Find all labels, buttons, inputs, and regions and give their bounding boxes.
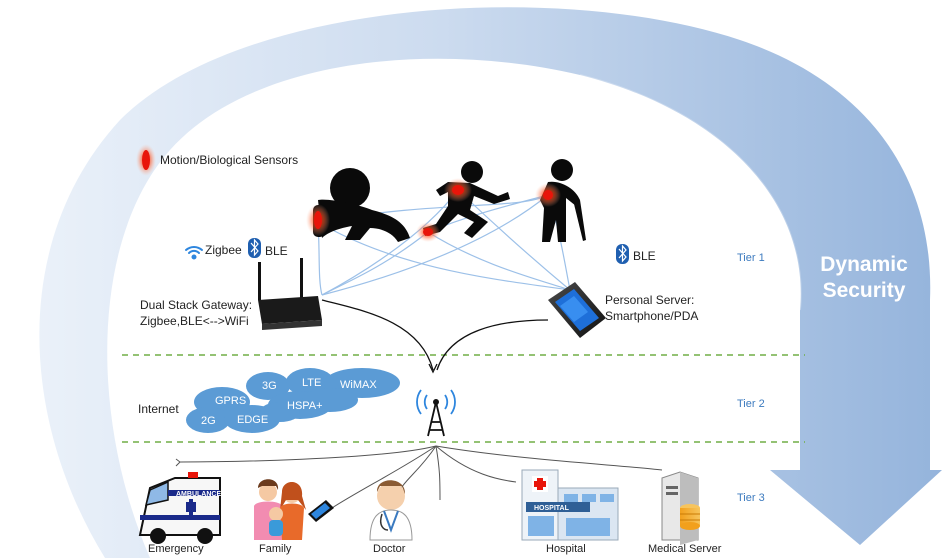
tower-fanout-links bbox=[175, 445, 663, 509]
dynamic-security-arrow bbox=[39, 7, 942, 558]
sensor-legend-marker bbox=[136, 144, 156, 176]
ble-label-left: BLE bbox=[265, 244, 288, 258]
gateway-label-line2: Zigbee,BLE<-->WiFi bbox=[140, 314, 249, 328]
cell-tower-icon bbox=[416, 389, 456, 437]
endpoint-emergency: Emergency bbox=[148, 543, 204, 555]
network-wimax: WiMAX bbox=[340, 379, 377, 391]
dynamic-security-label: Dynamic Security bbox=[808, 252, 920, 304]
smartphone-icon bbox=[548, 282, 606, 338]
doctor-icon bbox=[369, 480, 413, 541]
endpoint-medical-server: Medical Server bbox=[648, 543, 722, 555]
endpoint-hospital: Hospital bbox=[546, 543, 586, 555]
baby-silhouette bbox=[313, 168, 410, 242]
server-label-line1: Personal Server: bbox=[605, 293, 695, 307]
network-lte: LTE bbox=[302, 377, 321, 389]
tier-2-label: Tier 2 bbox=[737, 398, 765, 410]
server-label-line2: Smartphone/PDA bbox=[605, 309, 699, 323]
bluetooth-icon-right bbox=[616, 244, 629, 264]
wifi-icon bbox=[185, 246, 203, 260]
zigbee-label: Zigbee bbox=[205, 243, 242, 257]
dynamic-security-line1: Dynamic bbox=[820, 253, 908, 276]
medical-server-icon bbox=[661, 471, 700, 545]
network-edge: EDGE bbox=[237, 414, 268, 426]
sensor-legend-label: Motion/Biological Sensors bbox=[160, 153, 299, 167]
family-icon bbox=[254, 479, 306, 540]
ambulance-icon: AMBULANCE bbox=[138, 472, 221, 544]
svg-text:AMBULANCE: AMBULANCE bbox=[176, 491, 221, 498]
bluetooth-icon-left bbox=[248, 238, 261, 258]
network-gprs: GPRS bbox=[215, 395, 246, 407]
internet-label: Internet bbox=[138, 402, 179, 416]
hospital-icon: HOSPITAL bbox=[521, 469, 619, 541]
network-hspa: HSPA+ bbox=[287, 400, 323, 412]
gateway-router-icon bbox=[258, 258, 322, 330]
network-2g: 2G bbox=[201, 415, 216, 427]
mobile-phone-icon bbox=[308, 500, 334, 522]
tier-3-label: Tier 3 bbox=[737, 492, 765, 504]
dynamic-security-line2: Security bbox=[822, 279, 906, 302]
network-cloud bbox=[186, 368, 400, 433]
svg-text:HOSPITAL: HOSPITAL bbox=[534, 505, 570, 512]
network-3g: 3G bbox=[262, 380, 277, 392]
tier-1-label: Tier 1 bbox=[737, 252, 765, 264]
gateway-to-tower-link bbox=[321, 299, 434, 371]
endpoint-doctor: Doctor bbox=[373, 543, 406, 555]
phone-to-tower-link bbox=[436, 319, 549, 371]
ble-label-right: BLE bbox=[633, 249, 656, 263]
gateway-label-line1: Dual Stack Gateway: bbox=[140, 298, 253, 312]
endpoint-family: Family bbox=[259, 543, 292, 555]
